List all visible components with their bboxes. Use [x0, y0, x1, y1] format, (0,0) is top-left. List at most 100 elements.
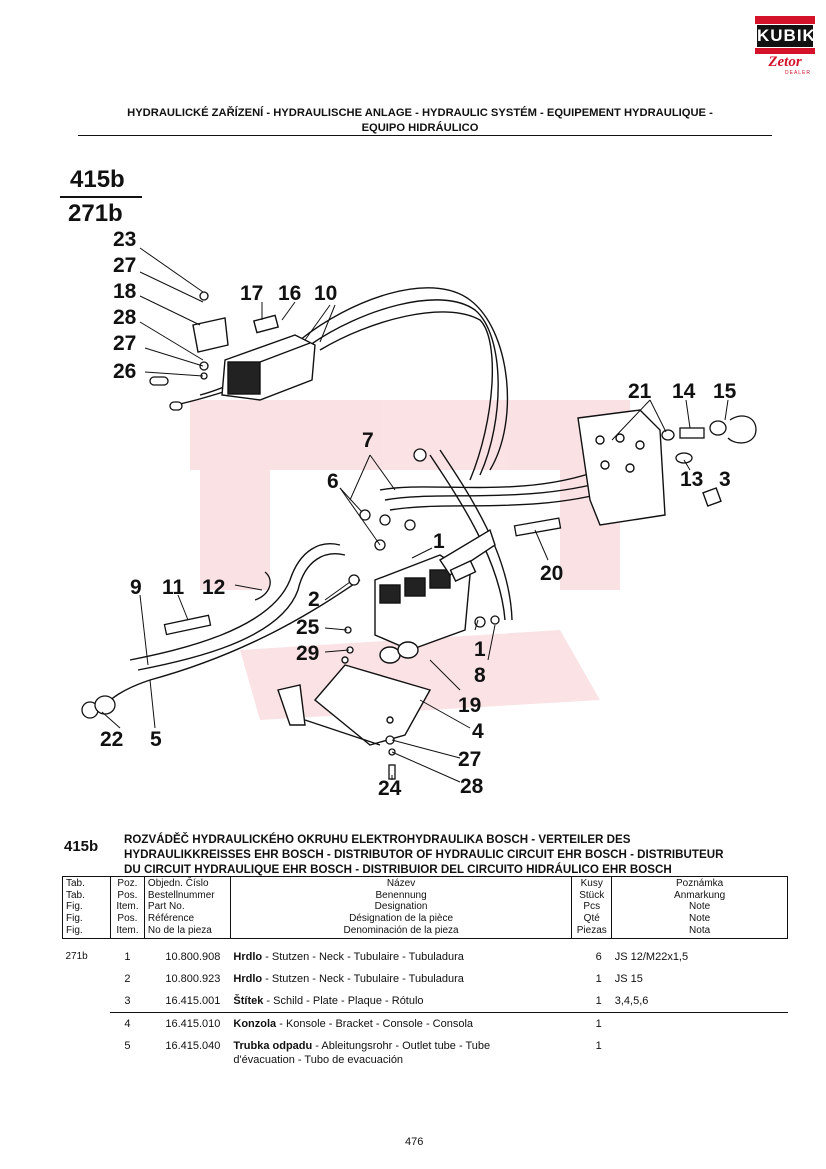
header-part-es: No de la pieza — [147, 924, 212, 936]
callout-28: 28 — [113, 306, 137, 329]
row-tab — [63, 968, 111, 990]
row-name-bold: Štítek — [233, 995, 264, 1008]
row-name-bold: Hrdlo — [233, 973, 263, 986]
callout-7: 7 — [362, 429, 374, 452]
table-row: 271b 1 10.800.908 Hrdlo - Stutzen - Neck… — [63, 946, 788, 968]
header-tab-de: Tab. — [66, 889, 85, 901]
callout-13: 13 — [680, 468, 703, 491]
logo-tag: DEALER — [785, 70, 812, 76]
header-divider — [78, 135, 772, 136]
row-name-bold: Trubka odpadu — [233, 1040, 313, 1053]
callout-9: 9 — [130, 576, 142, 599]
header-name-en: Designation — [374, 901, 428, 913]
logo-brand: KUBIK — [757, 25, 816, 47]
row-qty: 1 — [571, 1012, 612, 1036]
callout-26: 26 — [113, 360, 136, 383]
row-pos: 1 — [124, 951, 131, 964]
row-note — [612, 1035, 788, 1071]
bracket — [277, 656, 432, 746]
header-note: Poznámka Anmarkung Note Note Nota — [611, 876, 788, 939]
header-pos-fr: Pos. — [117, 913, 138, 925]
callout-1-b: 1 — [474, 638, 486, 661]
header-name: Název Benennung Designation Désignation … — [229, 876, 573, 939]
table-row: 2 10.800.923 Hrdlo - Stutzen - Neck - Tu… — [63, 968, 788, 990]
header-part-cs: Objedn. Číslo — [147, 878, 209, 889]
brand-logo: KUBIK Zetor DEALER — [755, 16, 816, 76]
callout-8: 8 — [474, 664, 486, 687]
section-number: 415b — [64, 838, 99, 855]
table-row: 4 16.415.010 Konzola - Konsole - Bracket… — [63, 1012, 788, 1036]
header-part-en: Part No. — [147, 901, 185, 913]
row-pos: 4 — [110, 1012, 145, 1036]
callout-21: 21 — [628, 380, 652, 403]
row-pos: 5 — [124, 1040, 131, 1053]
callout-3: 3 — [719, 468, 731, 491]
header-note-en: Note — [689, 901, 711, 913]
callout-2: 2 — [308, 588, 320, 611]
row-name-rest: - Konsole - Bracket - Console - Consola — [276, 1018, 474, 1031]
callout-15: 15 — [713, 380, 737, 403]
header-tab-es: Fig. — [66, 924, 83, 936]
header-qty-cs: Kusy — [580, 878, 603, 889]
header-note-de: Anmarkung — [674, 889, 726, 901]
parts-table: Tab. Tab. Fig. Fig. Fig. Poz. Pos. Item.… — [62, 876, 788, 1071]
row-name-rest: - Schild - Plate - Plaque - Rótulo — [263, 995, 424, 1008]
callout-20: 20 — [540, 562, 563, 585]
row-qty: 6 — [595, 951, 602, 964]
header-tab-fr: Fig. — [66, 913, 83, 925]
header-tab-en: Fig. — [66, 901, 83, 913]
callout-27: 27 — [113, 254, 136, 277]
section-title-line-2: HYDRAULIKKREISSES EHR BOSCH - DISTRIBUTO… — [124, 848, 724, 861]
row-part-number: 16.415.040 — [165, 1040, 221, 1053]
logo-bottom-bar — [755, 48, 815, 54]
callout-25: 25 — [296, 616, 320, 639]
header-pos-en: Item. — [116, 901, 139, 913]
callout-23: 23 — [113, 228, 136, 251]
header-qty: Kusy Stück Pcs Qté Piezas — [571, 876, 613, 939]
watermark — [190, 400, 630, 720]
callout-17: 17 — [240, 282, 263, 305]
header-part-de: Bestellnummer — [147, 889, 215, 901]
row-name: Hrdlo - Stutzen - Neck - Tubulaire - Tub… — [230, 946, 571, 968]
figure-number-bottom: 271b — [68, 200, 123, 227]
callout-27-b: 27 — [113, 332, 136, 355]
page-title-line-1: HYDRAULICKÉ ZAŘÍZENÍ - HYDRAULISCHE ANLA… — [127, 107, 713, 119]
callout-5: 5 — [150, 728, 162, 751]
row-qty: 1 — [595, 973, 602, 986]
table-header-row: Tab. Tab. Fig. Fig. Fig. Poz. Pos. Item.… — [62, 876, 788, 939]
row-pos: 2 — [124, 973, 131, 986]
row-pos: 3 — [124, 995, 131, 1008]
control-valve — [192, 314, 316, 401]
page-number: 476 — [405, 1136, 424, 1148]
header-note-cs: Poznámka — [675, 878, 724, 889]
row-name-rest: - Stutzen - Neck - Tubulaire - Tubuladur… — [262, 973, 464, 986]
header-qty-en: Pcs — [583, 901, 601, 913]
header-pos: Poz. Pos. Item. Pos. Item. — [109, 876, 145, 939]
row-part-number: 10.800.908 — [165, 951, 221, 964]
figure-number-divider — [60, 196, 142, 198]
row-name-bold: Konzola — [233, 1018, 277, 1031]
row-qty: 1 — [595, 995, 602, 1008]
header-name-fr: Désignation de la pièce — [349, 913, 454, 925]
row-qty: 1 — [595, 1040, 602, 1053]
header-qty-fr: Qté — [583, 913, 600, 925]
callout-28-b: 28 — [460, 775, 484, 798]
header-tab-cs: Tab. — [66, 878, 85, 889]
row-name: Konzola - Konsole - Bracket - Console - … — [230, 1012, 572, 1036]
page-title-line-2: EQUIPO HIDRÁULICO — [361, 122, 479, 134]
page-title: HYDRAULICKÉ ZAŘÍZENÍ - HYDRAULISCHE ANLA… — [70, 106, 770, 136]
callout-1: 1 — [433, 530, 445, 553]
section-title-line-1: ROZVÁDĚČ HYDRAULICKÉHO OKRUHU ELEKTROHYD… — [124, 833, 631, 846]
header-name-es: Denominación de la pieza — [343, 924, 459, 936]
row-note — [611, 1012, 788, 1036]
row-name: Štítek - Schild - Plate - Plaque - Rótul… — [230, 990, 571, 1013]
callout-18: 18 — [113, 280, 137, 303]
header-note-es: Nota — [689, 924, 711, 936]
callout-numbers: 23 27 18 28 27 26 17 16 10 21 14 15 13 3… — [100, 228, 737, 800]
header-part-number: Objedn. Číslo Bestellnummer Part No. Réf… — [143, 876, 231, 939]
row-tab — [63, 1035, 111, 1071]
row-name: Trubka odpadu - Ableitungsrohr - Outlet … — [230, 1035, 571, 1071]
callout-22: 22 — [100, 728, 123, 751]
logo-top-bar — [755, 16, 815, 24]
callout-16: 16 — [278, 282, 301, 305]
